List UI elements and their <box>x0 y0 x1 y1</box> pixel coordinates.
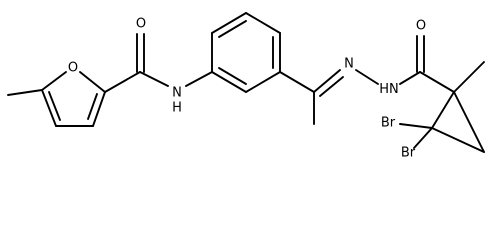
atom-furan-oxygen: O <box>68 61 78 76</box>
atom-hydrazone-nitrogen-2: HN <box>379 82 399 97</box>
bond-furan-c5-c4-inner <box>48 91 61 121</box>
bond-furan-carbonyl <box>104 71 141 93</box>
bond-ph-c5-c6 <box>245 71 281 93</box>
bond-cp-c1-c2 <box>453 91 485 153</box>
bond-nh-carbonyl2 <box>399 71 421 85</box>
bond-ph-c2-c3-inner <box>218 20 247 38</box>
bond-furan-c5-c4 <box>41 89 57 127</box>
bond-phenyl-imine-c <box>279 71 315 93</box>
bond-methyl-furan <box>7 89 43 96</box>
atom-hydrazone-nitrogen-1: N <box>344 57 354 72</box>
bond-carbonyl1-n <box>139 71 169 87</box>
bond-ph-c6-c1-inner <box>218 67 247 85</box>
bond-imine-c-n-double <box>319 76 344 97</box>
bond-c-br2 <box>413 127 433 149</box>
bond-furan-o-c5 <box>41 71 67 91</box>
bond-cp-c1-c3 <box>431 91 455 129</box>
bond-carbonyl2-cp <box>419 71 455 93</box>
bond-furan-c2-o <box>79 71 106 93</box>
atom-labels: O O N H N HN O Br Br <box>68 17 426 161</box>
atom-amide-oxygen-1: O <box>136 17 146 32</box>
bond-ph-c3-c4 <box>245 12 281 34</box>
atom-bromine-1: Br <box>381 116 396 131</box>
bonds <box>7 12 485 153</box>
atom-amide-nitrogen: N <box>172 86 182 101</box>
bond-imine-c-n <box>313 69 341 93</box>
bond-furan-c3-c2-inner <box>87 93 98 120</box>
bond-n-n <box>355 69 379 85</box>
atom-amide-oxygen-2: O <box>416 19 426 34</box>
bond-ph-c2-c3 <box>211 12 247 34</box>
bond-c-br1 <box>399 123 433 129</box>
bond-cp-c3-c2 <box>431 127 485 153</box>
atom-bromine-2: Br <box>401 146 416 161</box>
molecule-structure: O O N H N HN O Br Br <box>7 12 485 161</box>
bond-ph-c6-c1 <box>211 71 247 93</box>
bond-n-phenyl <box>185 71 213 87</box>
bond-furan-c3-c2 <box>92 91 106 127</box>
atom-amide-nitrogen-h: H <box>172 101 182 116</box>
bond-cp-methyl <box>453 61 485 93</box>
